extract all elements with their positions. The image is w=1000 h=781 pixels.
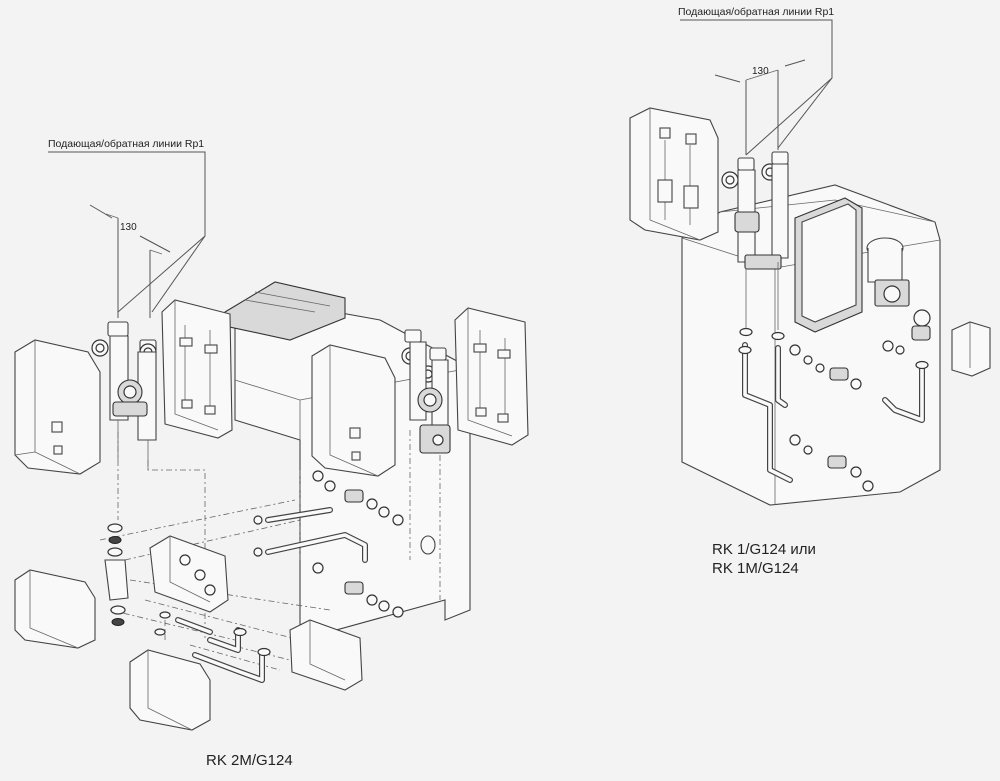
left-fittings-right [253,470,404,618]
caption-rk-2m-g124: RK 2M/G124 [206,752,293,769]
left-lower-pipes [154,507,368,683]
supply-return-label-right: Подающая/обратная линии Rp1 [678,6,835,18]
left-pump-group-2 [401,329,451,454]
right-fittings [789,309,931,492]
right-pump-group [721,151,789,330]
left-wall-bracket-1 [161,299,233,439]
dimension-130-right: 130 [752,66,769,77]
supply-return-label-left: Подающая/обратная линии Rp1 [48,138,205,150]
left-assembly [14,151,529,731]
left-fittings-column [104,523,129,626]
left-wall-bracket-2 [454,307,529,446]
right-assembly [629,19,991,506]
dimension-130-left: 130 [120,222,137,233]
right-pipes [738,327,929,483]
left-pump-group-1 [91,321,157,470]
caption-rk-1m-g124: RK 1M/G124 [712,560,799,577]
caption-rk-1-g124: RK 1/G124 или [712,541,816,558]
